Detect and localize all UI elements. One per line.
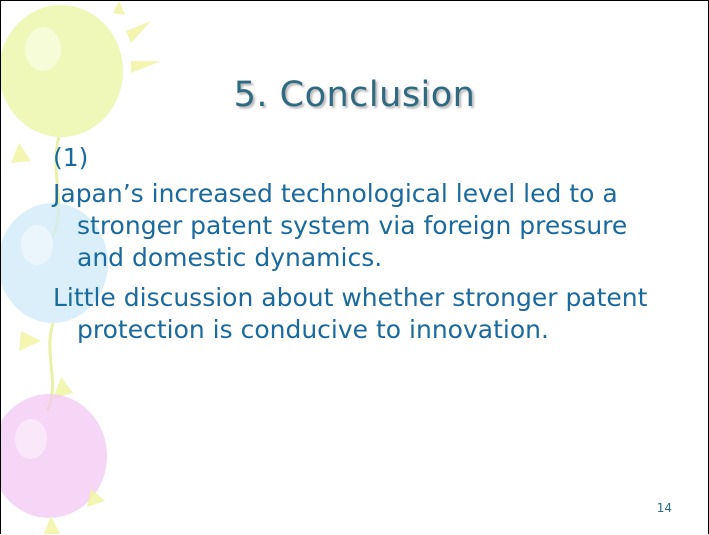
- bullet-point-2: Little discussion about whether stronger…: [53, 283, 648, 344]
- slide-body: (1) Japan’s increased technological leve…: [53, 142, 673, 346]
- balloon-decoration: [1, 1, 161, 534]
- yellow-balloon: [1, 5, 123, 137]
- sun-rays: [11, 1, 161, 163]
- slide-title: 5. Conclusion: [233, 75, 476, 115]
- pink-balloon: [1, 394, 107, 518]
- section-label: (1): [53, 143, 89, 172]
- page-number: 14: [656, 501, 672, 515]
- blue-balloon: [1, 203, 108, 323]
- bullet-point-1: Japan’s increased technological level le…: [53, 179, 628, 272]
